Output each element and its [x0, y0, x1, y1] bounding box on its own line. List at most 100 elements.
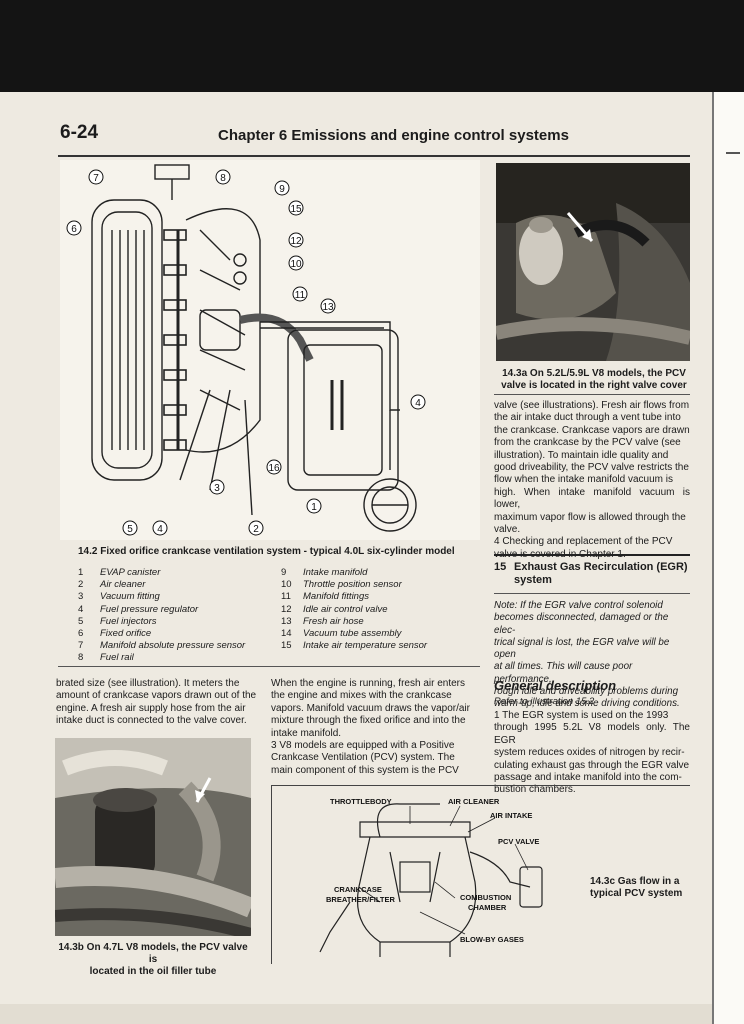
- facing-page-edge: [712, 92, 744, 1024]
- figure-14-3c-frame: [271, 785, 690, 964]
- figure-14-3c-caption: 14.3c Gas flow in a typical PCV system: [590, 876, 700, 900]
- label-blowby: BLOW-BY GASES: [460, 935, 524, 944]
- egr-note: Note: If the EGR valve control solenoid …: [494, 600, 692, 711]
- text-line: mixture through the fixed orifice and in…: [271, 715, 466, 727]
- figure-section-rule: [58, 666, 480, 667]
- note-line: warm-up, idle and some driving condition…: [494, 698, 680, 710]
- callout-3: 3: [214, 483, 220, 494]
- text-line: amount of crankcase vapors drawn out of …: [56, 690, 257, 702]
- caption-line: 14.3b On 4.7L V8 models, the PCV valve i…: [58, 942, 248, 965]
- facing-page-rule: [726, 152, 740, 154]
- photo-14-3b: [55, 738, 251, 936]
- section-rule-top: [494, 554, 690, 556]
- label-throttlebody: THROTTLEBODY: [330, 797, 392, 806]
- callout-16: 16: [268, 463, 280, 474]
- text-line: valve.: [494, 524, 521, 536]
- label-combustion-2: CHAMBER: [468, 903, 507, 912]
- callout-8: 8: [220, 173, 226, 184]
- text-line: the engine and mixes with the crankcase: [271, 690, 452, 702]
- figure-14-3a-caption: 14.3a On 5.2L/5.9L V8 models, the PCV va…: [496, 368, 692, 392]
- header-rule: [58, 155, 690, 157]
- callout-1: 1: [311, 502, 317, 513]
- text-line: When the engine is running, fresh air en…: [271, 678, 465, 689]
- col2-text: When the engine is running, fresh air en…: [271, 678, 473, 777]
- photo-14-3a: [496, 163, 690, 361]
- text-line: maximum vapor flow is allowed through th…: [494, 511, 686, 523]
- caption-line: located in the oil filler tube: [89, 966, 217, 977]
- callout-15: 15: [290, 204, 302, 215]
- note-line: at all times. This will cause poor perfo…: [494, 661, 633, 685]
- text-line: engine. A fresh air supply hose from the…: [56, 702, 246, 714]
- callout-11: 11: [295, 290, 306, 301]
- col3-bottom-text: 1 The EGR system is used on the 1993 thr…: [494, 710, 690, 797]
- text-line: the crankcase. Crankcase vapors are draw…: [494, 424, 690, 436]
- note-line: becomes disconnected, damaged or the ele…: [494, 612, 669, 636]
- page-number: 6-24: [60, 122, 99, 143]
- callout-5: 5: [127, 524, 133, 535]
- text-line: 3 V8 models are equipped with a Positive: [271, 740, 455, 752]
- callout-4a: 4: [415, 398, 421, 409]
- section-rule-bottom: [494, 593, 690, 594]
- valve-cover-outline: [91, 199, 163, 481]
- section-number: 15: [494, 561, 507, 573]
- section-title: Exhaust Gas Recirculation (EGR): [514, 561, 688, 573]
- caption-line: valve is located in the right valve cove…: [501, 380, 687, 391]
- refer-illustration: Refer to illustration 15.2: [494, 696, 595, 707]
- text-line: 4 Checking and replacement of the PCV: [494, 536, 673, 548]
- note-line: trical signal is lost, the EGR valve wil…: [494, 636, 670, 661]
- text-line: valve (see illustrations). Fresh air flo…: [494, 400, 690, 411]
- callout-6: 6: [71, 224, 77, 235]
- text-line: the air intake duct through a vent tube …: [494, 412, 681, 424]
- text-line: brated size (see illustration). It meter…: [56, 678, 240, 689]
- page-bottom-edge: [0, 1004, 712, 1024]
- text-line: 1 The EGR system is used on the 1993: [494, 710, 669, 721]
- figure-14-3b-caption: 14.3b On 4.7L V8 models, the PCV valve i…: [55, 942, 251, 978]
- text-line: flow when the intake manifold vacuum is: [494, 474, 673, 486]
- caption-line: 14.3a On 5.2L/5.9L V8 models, the PCV: [502, 368, 686, 379]
- label-air-cleaner: AIR CLEANER: [448, 797, 500, 806]
- label-pcv-valve: PCV VALVE: [498, 837, 539, 846]
- callout-12: 12: [290, 236, 302, 247]
- callout-4: 4: [157, 524, 163, 535]
- background-top: [0, 0, 744, 92]
- text-line: culating exhaust gas through the EGR val…: [494, 759, 690, 771]
- text-line: Crankcase Ventilation (PCV) system. The: [271, 752, 455, 764]
- figure-14-2-caption: 14.2 Fixed orifice crankcase ventilation…: [78, 546, 455, 557]
- text-line: bustion chambers.: [494, 784, 576, 796]
- callout-7: 7: [93, 173, 99, 184]
- text-line: from the crankcase by the PCV valve (see: [494, 437, 681, 449]
- section-title: system: [514, 574, 552, 586]
- callout-2: 2: [253, 524, 259, 535]
- caption-line: typical PCV system: [590, 888, 683, 899]
- text-line: intake manifold.: [271, 727, 342, 739]
- section-15-heading: 15 Exhaust Gas Recirculation (EGR) system: [494, 561, 694, 587]
- figure-14-3c-diagram: THROTTLEBODY AIR CLEANER AIR INTAKE PCV …: [319, 797, 543, 957]
- text-line: illustration). To maintain idle quality …: [494, 449, 669, 461]
- general-description-heading: General description: [494, 678, 617, 693]
- text-line: vapors. Manifold vacuum draws the vapor/…: [271, 702, 470, 714]
- figure-14-2-diagram: 7 8 9 15 12 10 11 13 6 4 1 16 3 5 4 2: [60, 160, 480, 540]
- label-combustion-1: COMBUSTION: [460, 893, 511, 902]
- label-crankcase-1: CRANKCASE: [334, 885, 382, 894]
- text-line: passage and intake manifold into the com…: [494, 772, 682, 784]
- text-line: through 1995 5.2L V8 models only. The EG…: [494, 722, 690, 746]
- col1-lead-text: brated size (see illustration). It meter…: [56, 678, 258, 728]
- text-line: main component of this system is the PCV: [271, 764, 459, 776]
- text-line: high. When intake manifold vacuum is low…: [494, 486, 690, 511]
- photo-caption-rule: [494, 394, 690, 395]
- callout-13: 13: [322, 302, 334, 313]
